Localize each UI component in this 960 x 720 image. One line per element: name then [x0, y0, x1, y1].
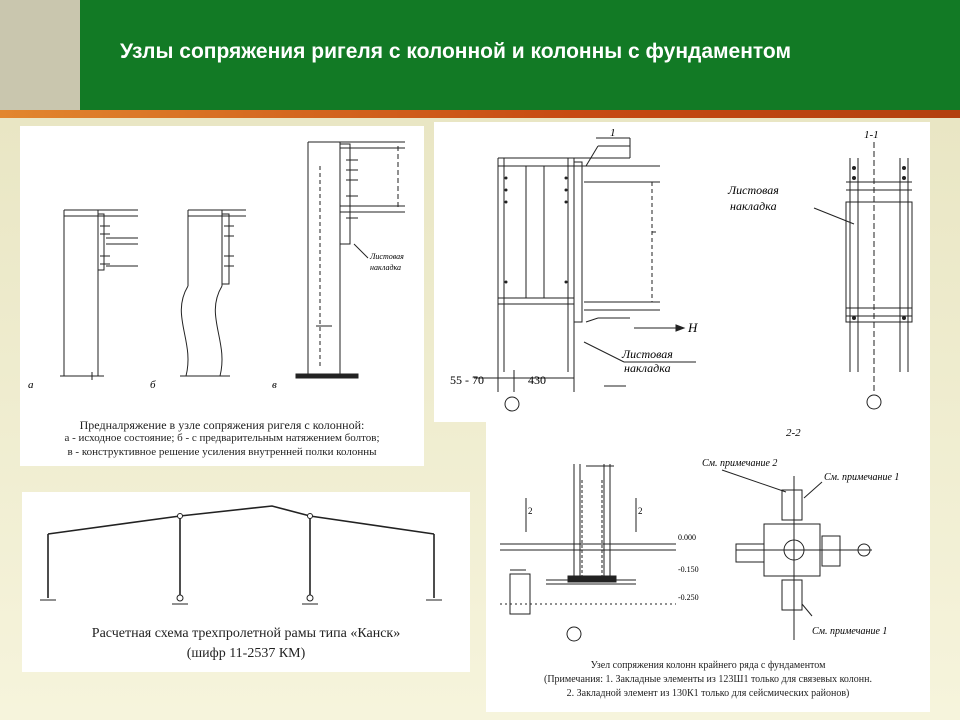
section-label-1-1: 1-1	[864, 129, 879, 141]
dim-right: 430	[528, 373, 546, 387]
note-1-label-top: См. примечание 1	[824, 472, 899, 483]
level-0150: -0.150	[678, 565, 699, 574]
section-mark-1: 1	[610, 127, 616, 139]
fig1-caption-line2: а - исходное состояние; б - с предварите…	[64, 432, 380, 444]
left-accent-block	[0, 0, 80, 110]
figure-beam-column-joint-panel: 1 1-1 Листовая накладка Листовая накладк…	[434, 122, 930, 422]
fig4-caption-line2: (Примечания: 1. Закладные элементы из 12…	[544, 674, 872, 685]
label-b: б	[150, 379, 156, 391]
fig3-plate-label-1: Листовая	[621, 347, 673, 361]
slide-title: Узлы сопряжения ригеля с колонной и коло…	[120, 40, 792, 63]
beam-column-joint-drawing: 1 1-1 Листовая накладка Листовая накладк…	[450, 127, 913, 412]
fig1-caption-line3: в - конструктивное решение усиления внут…	[67, 446, 377, 458]
orange-divider	[0, 110, 960, 118]
fig4-caption-line3: 2. Закладной элемент из 130К1 только для…	[566, 688, 850, 699]
figure-prestress-panel: а б в Листовая накладка Предналряжение в…	[20, 126, 424, 466]
fig3-plate-label-2b: накладка	[730, 199, 777, 213]
frame-scheme-drawing	[40, 505, 442, 605]
figure-column-foundation-panel: 2-2 2 2 0.000 -0.150 -0.250 См. примечан…	[486, 420, 930, 712]
fig1-caption-line1: Предналряжение в узле сопряжения ригеля …	[79, 418, 365, 432]
fig1-plate-label-2: накладка	[370, 263, 401, 272]
fig4-caption-line1: Узел сопряжения колонн крайнего ряда с ф…	[590, 660, 826, 671]
mark-2-left: 2	[528, 506, 533, 516]
dim-left: 55 - 70	[450, 373, 484, 387]
label-a: а	[28, 379, 34, 391]
prestress-drawing: а б в Листовая накладка	[28, 141, 405, 391]
note-2-label: См. примечание 2	[702, 458, 777, 469]
force-label-h: Н	[687, 320, 698, 335]
fig1-plate-label-1: Листовая	[369, 252, 404, 261]
level-0250: -0.250	[678, 593, 699, 602]
section-label-2-2: 2-2	[786, 427, 801, 439]
level-0000: 0.000	[678, 533, 696, 542]
note-1-label-bottom: См. примечание 1	[812, 626, 887, 637]
fig2-caption-line2: (шифр 11-2537 КМ)	[186, 646, 306, 661]
figure-frame-scheme-panel: Расчетная схема трехпролетной рамы типа …	[22, 492, 470, 672]
fig3-plate-label-2: накладка	[624, 361, 671, 375]
mark-2-right: 2	[638, 506, 643, 516]
column-foundation-drawing: 2-2 2 2 0.000 -0.150 -0.250 См. примечан…	[500, 427, 899, 642]
label-v: в	[272, 379, 277, 391]
fig2-caption-line1: Расчетная схема трехпролетной рамы типа …	[91, 626, 401, 641]
title-header: Узлы сопряжения ригеля с колонной и коло…	[80, 0, 960, 110]
fig3-plate-label-1b: Листовая	[727, 183, 779, 197]
